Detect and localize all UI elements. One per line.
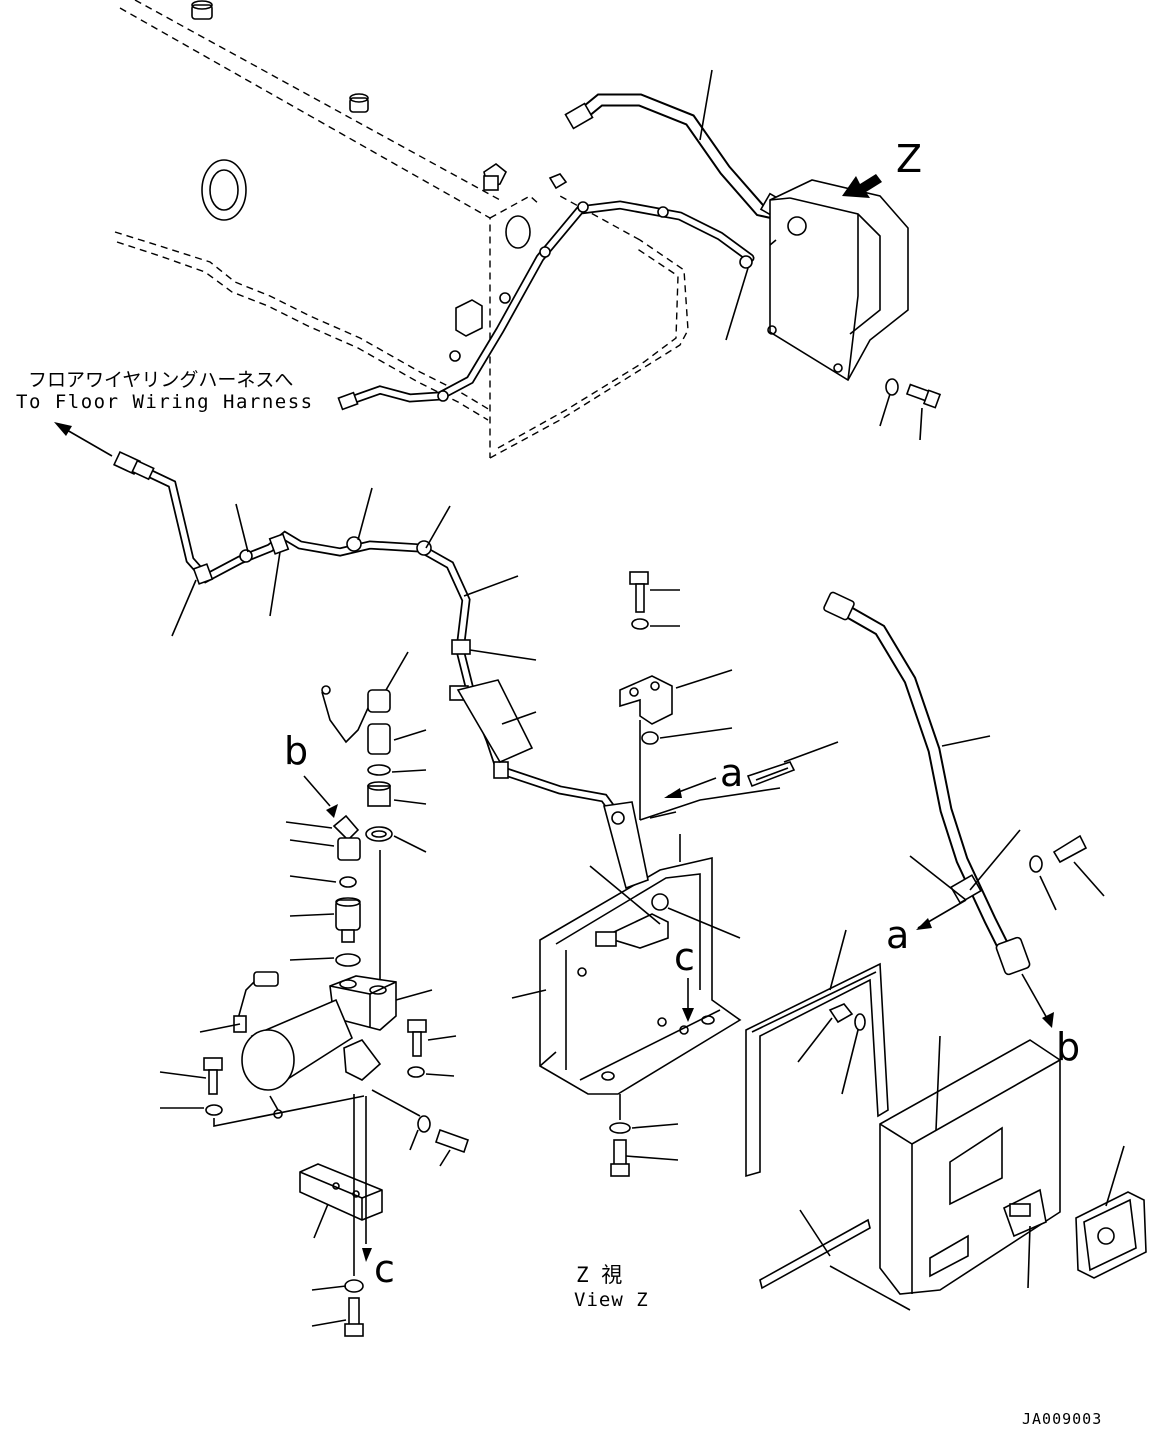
floor-harness-label-jp: フロアワイヤリングハーネスへ [28, 369, 293, 391]
ref-a-2: a [886, 913, 909, 957]
ref-c-1: c [674, 935, 695, 979]
ref-a-1: a [720, 751, 743, 795]
view-letter-z: Z [896, 137, 922, 181]
tank-wire-harness [337, 200, 755, 411]
view-z-label-en: View Z [574, 1289, 649, 1311]
access-panel [1075, 1191, 1147, 1279]
ref-c-2: c [374, 1247, 395, 1291]
bracket-assembly [619, 571, 673, 820]
fuel-filter-cover-top [767, 179, 942, 409]
view-z-arrow [842, 174, 882, 198]
mounting-block [299, 1163, 383, 1221]
pin-a [746, 761, 796, 788]
fuel-tank [114, 0, 689, 459]
drawing-number: JA009003 [1022, 1410, 1102, 1428]
supply-hose-lower [823, 591, 1031, 976]
supply-hose-upper [564, 93, 791, 222]
filter-bracket [539, 801, 742, 1095]
priming-pump [233, 971, 397, 1119]
wire-harness [113, 450, 625, 825]
floor-harness-label-en: To Floor Wiring Harness [16, 391, 314, 413]
elbow-fittings [332, 814, 361, 967]
sensor-stack [321, 685, 393, 842]
view-z-label-jp: Z 視 [576, 1263, 622, 1287]
cover-seal [745, 962, 889, 1178]
ref-b-1: b [284, 729, 308, 773]
fuel-filter-cover [879, 1039, 1061, 1295]
